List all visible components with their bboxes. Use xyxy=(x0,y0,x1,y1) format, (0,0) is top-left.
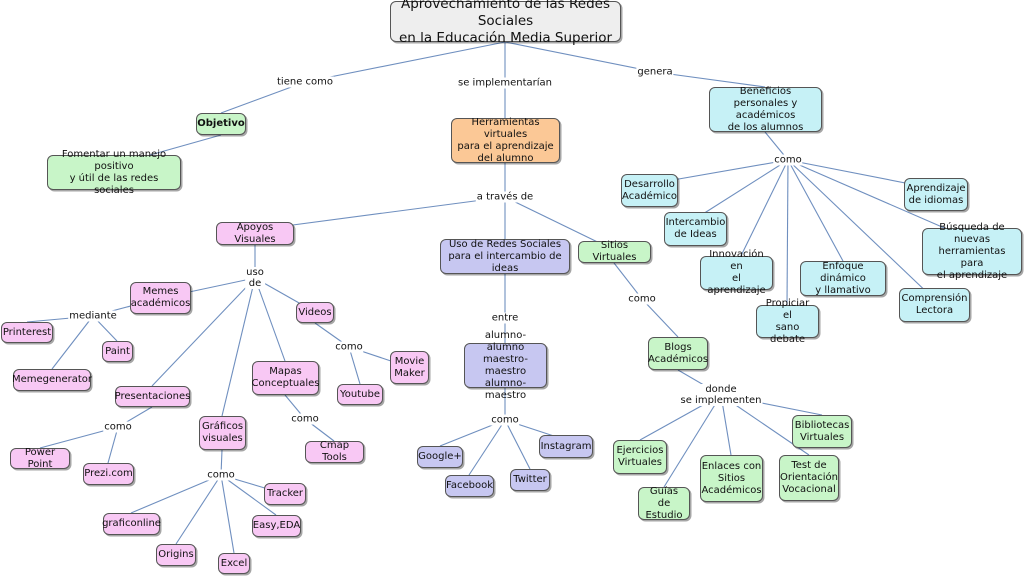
connector-line xyxy=(304,41,506,83)
busqueda-node[interactable]: Búsqueda de nuevas herramientas para el … xyxy=(922,222,1022,281)
graficonline-node[interactable]: graficonline xyxy=(102,513,161,535)
connector-line xyxy=(220,474,277,516)
cmap-node[interactable]: Cmap Tools xyxy=(305,440,364,463)
herramientas-node[interactable]: Herramientas virtuales para el aprendiza… xyxy=(451,117,560,164)
alumnos-node[interactable]: alumno-alumno maestro-maestro alumno-mae… xyxy=(464,330,547,401)
connector-line xyxy=(735,159,789,267)
prezi-node[interactable]: Prezi.com xyxy=(83,463,134,485)
aprendizaje-idiomas-node[interactable]: Aprendizaje de idiomas xyxy=(904,178,968,211)
enfoque-node[interactable]: Enfoque dinámico y llamativo xyxy=(800,261,886,296)
google-plus-node[interactable]: Google+ xyxy=(417,446,463,468)
connector-line xyxy=(786,159,789,306)
connector-line xyxy=(504,41,656,73)
blogs-node[interactable]: Blogs Académicos xyxy=(648,337,708,370)
connector-line xyxy=(254,277,286,362)
printerest-node[interactable]: Printerest xyxy=(1,322,53,343)
connector-line xyxy=(107,426,119,464)
link-tiene-como: tiene como xyxy=(276,76,334,88)
link-como-presentaciones: como xyxy=(103,421,133,433)
sitios-virtuales-node[interactable]: Sitios Virtuales xyxy=(578,240,651,263)
facebook-node[interactable]: Facebook xyxy=(445,475,494,497)
innovacion-node[interactable]: Innovación en el aprendizaje xyxy=(700,249,773,296)
connector-line xyxy=(348,346,361,385)
beneficios-node[interactable]: Beneficios personales y académicos de lo… xyxy=(709,86,822,133)
connector-line xyxy=(151,277,256,387)
tracker-node[interactable]: Tracker xyxy=(264,483,306,505)
desarrollo-node[interactable]: Desarrollo Académico xyxy=(621,174,678,207)
root-concept[interactable]: Aprovechamiento de las Redes Sociales en… xyxy=(390,0,621,46)
link-donde: donde se implementen xyxy=(679,384,763,406)
connector-line xyxy=(149,134,222,156)
origins-node[interactable]: Origins xyxy=(156,544,196,566)
power-point-node[interactable]: Power Point xyxy=(10,447,70,470)
link-a-traves-de: a través de xyxy=(475,191,535,203)
guias-node[interactable]: Guías de Estudio xyxy=(638,486,690,521)
paint-node[interactable]: Paint xyxy=(102,341,133,362)
connector-line xyxy=(254,196,506,231)
fomentar-node[interactable]: Fomentar un manejo positivo y útil de la… xyxy=(47,149,181,196)
connector-line xyxy=(51,315,94,370)
mapas-node[interactable]: Mapas Conceptuales xyxy=(252,361,319,395)
connector-line xyxy=(613,262,643,300)
link-uso-de: uso de xyxy=(245,267,265,289)
link-como-mapas: como xyxy=(290,413,320,425)
link-mediante: mediante xyxy=(68,310,118,322)
connector-line xyxy=(663,394,722,488)
connector-line xyxy=(504,419,531,470)
excel-node[interactable]: Excel xyxy=(218,553,250,574)
comprension-node[interactable]: Comprensión Lectora xyxy=(899,288,970,322)
link-como-alumnos: como xyxy=(490,414,520,426)
enlaces-node[interactable]: Enlaces con Sitios Académicos xyxy=(700,455,763,502)
connector-line xyxy=(130,474,222,514)
connector-line xyxy=(787,159,844,262)
link-genera: genera xyxy=(636,66,674,78)
connector-line xyxy=(694,159,789,220)
propiciar-node[interactable]: Propiciar el sano debate xyxy=(756,298,819,345)
twitter-node[interactable]: Twitter xyxy=(510,469,550,491)
link-se-implementarian: se implementarían xyxy=(457,77,553,89)
bibliotecas-node[interactable]: Bibliotecas Virtuales xyxy=(792,415,852,448)
link-como-graficos: como xyxy=(206,469,236,481)
link-como-sitios: como xyxy=(627,293,657,305)
connector-line xyxy=(787,159,973,241)
link-entre: entre xyxy=(490,312,520,324)
instagram-node[interactable]: Instagram xyxy=(539,435,593,458)
connector-line xyxy=(221,277,256,417)
link-como-videos: como xyxy=(334,341,364,353)
connector-line xyxy=(220,474,235,554)
apoyos-visuales-node[interactable]: Apoyos Visuales xyxy=(216,222,294,245)
objetivo-node[interactable]: Objetivo xyxy=(196,113,246,135)
connector-line xyxy=(175,474,222,545)
graficos-node[interactable]: Gráficos visuales xyxy=(199,416,246,450)
youtube-node[interactable]: Youtube xyxy=(337,384,383,405)
movie-maker-node[interactable]: Movie Maker xyxy=(390,351,429,384)
link-como-beneficios: como xyxy=(773,154,803,166)
videos-node[interactable]: Videos xyxy=(296,302,334,323)
memegenerator-node[interactable]: Memegenerator xyxy=(12,369,92,391)
ejercicios-node[interactable]: Ejercicios Virtuales xyxy=(613,440,667,474)
connector-line xyxy=(468,419,506,476)
connector-line xyxy=(787,159,935,300)
test-node[interactable]: Test de Orientación Vocacional xyxy=(779,455,839,501)
intercambio-node[interactable]: Intercambio de Ideas xyxy=(664,212,727,246)
uso-redes-node[interactable]: Uso de Redes Sociales para el intercambi… xyxy=(440,239,570,274)
connector-line xyxy=(641,298,679,338)
presentaciones-node[interactable]: Presentaciones xyxy=(115,386,190,407)
easy-eda-node[interactable]: Easy,EDA xyxy=(252,515,301,537)
memes-node[interactable]: Memes académicos xyxy=(130,282,191,314)
